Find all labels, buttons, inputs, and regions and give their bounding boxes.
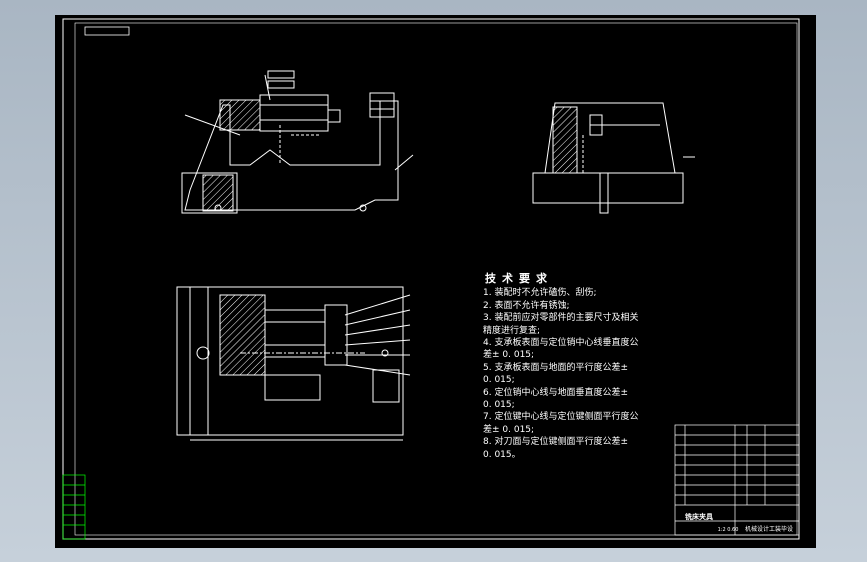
inner-border: [74, 22, 798, 536]
front-view: [181, 70, 414, 214]
tech-item: 6. 定位销中心线与地面垂直度公差±: [483, 387, 628, 398]
revision-table: [62, 474, 86, 540]
tech-item: 4. 支承板表面与定位销中心线垂直度公: [483, 338, 639, 349]
tech-item: 0. 015;: [483, 375, 515, 386]
tech-item: 8. 对刀面与定位键侧面平行度公差±: [483, 437, 628, 448]
tech-item: 差± 0. 015;: [483, 350, 535, 361]
tech-item: 0. 015。: [483, 449, 521, 460]
tech-item: 2. 表面不允许有锈蚀;: [483, 300, 570, 311]
tech-item: 差± 0. 015;: [483, 424, 535, 435]
tech-item: 精度进行复查;: [483, 325, 541, 336]
tech-heading: 技术要求: [485, 272, 553, 285]
tech-item: 1. 装配时不允许磕伤、刮伤;: [483, 288, 597, 299]
tech-item: 3. 装配前应对零部件的主要尺寸及相关: [483, 313, 639, 324]
tech-item: 0. 015;: [483, 400, 515, 411]
bom-table: [674, 424, 800, 536]
title-block-name: 铣床夹具: [685, 513, 713, 521]
top-view: [176, 286, 411, 441]
title-block-school: 机械设计工装毕设: [744, 526, 793, 533]
technical-requirements: 技术要求 1. 装配时不允许磕伤、刮伤; 2. 表面不允许有锈蚀; 3. 装配前…: [483, 272, 683, 461]
title-block-scale: 1:2 0.60: [717, 527, 739, 533]
drawing-border: [62, 18, 800, 540]
side-view: [532, 102, 695, 214]
cad-drawing: [62, 18, 800, 540]
corner-tag-box: [84, 26, 130, 36]
tech-item: 5. 支承板表面与地面的平行度公差±: [483, 362, 628, 373]
tech-item: 7. 定位键中心线与定位键侧面平行度公: [483, 412, 639, 423]
cad-viewport[interactable]: 技术要求 1. 装配时不允许磕伤、刮伤; 2. 表面不允许有锈蚀; 3. 装配前…: [55, 15, 816, 548]
